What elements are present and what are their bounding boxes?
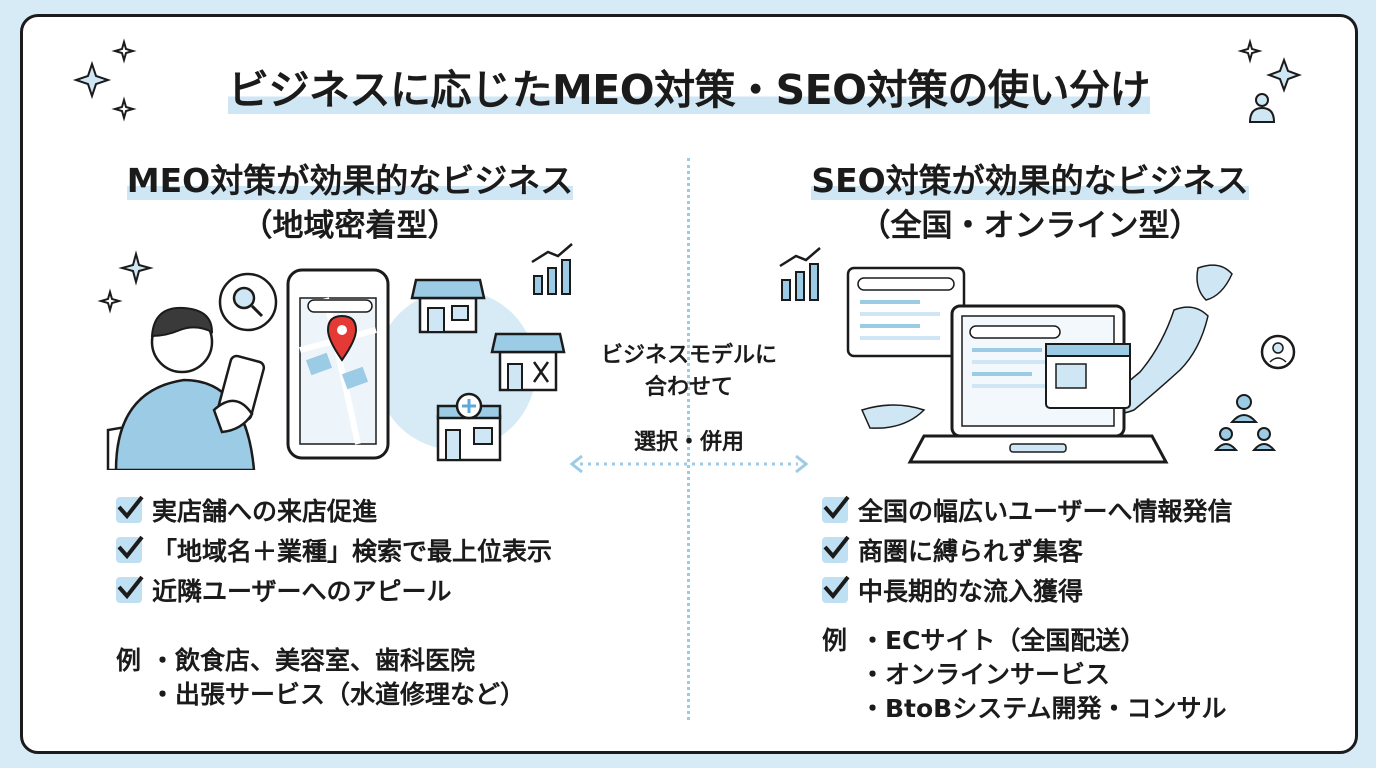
list-item: 商圏に縛られず集客 bbox=[822, 530, 1233, 570]
list-item: ・飲食店、美容室、歯科医院 bbox=[150, 646, 476, 675]
meo-benefits-list: 実店舗への来店促進 「地域名＋業種」検索で最上位表示 近隣ユーザーへのアピール bbox=[116, 490, 552, 610]
location-pin-icon bbox=[326, 314, 358, 362]
example-label: 例 bbox=[822, 626, 848, 655]
online-business-illustration bbox=[779, 247, 1296, 464]
japan-map-icon bbox=[1023, 264, 1233, 443]
shop-icon bbox=[410, 278, 486, 334]
page-title: ビジネスに応じたMEO対策・SEO対策の使い分け bbox=[227, 66, 1151, 114]
checkmark-icon bbox=[116, 495, 144, 523]
meo-heading: MEO対策が効果的なビジネス bbox=[126, 161, 574, 200]
center-action: 選択・併用 bbox=[633, 430, 744, 455]
list-item: 中長期的な流入獲得 bbox=[822, 570, 1233, 610]
local-business-illustration bbox=[97, 243, 573, 470]
checkmark-icon bbox=[116, 575, 144, 603]
checkmark-icon bbox=[822, 575, 850, 603]
restaurant-icon bbox=[490, 332, 566, 392]
growth-chart-icon bbox=[779, 247, 821, 301]
example-label: 例 bbox=[116, 646, 142, 675]
list-item: 実店舗への来店促進 bbox=[116, 490, 552, 530]
list-item: 「地域名＋業種」検索で最上位表示 bbox=[116, 530, 552, 570]
sparkle-icon bbox=[72, 38, 137, 122]
list-item: ・出張サービス（水道修理など） bbox=[150, 680, 526, 709]
list-item: 全国の幅広いユーザーへ情報発信 bbox=[822, 490, 1233, 530]
center-caption: ビジネスモデルに 合わせて bbox=[600, 343, 777, 400]
sparkle-icon bbox=[1237, 38, 1302, 123]
checkmark-icon bbox=[116, 535, 144, 563]
seo-examples: 例・ECサイト（全国配送） ・オンラインサービス ・BtoBシステム開発・コンサ… bbox=[822, 624, 1227, 726]
list-item: ・ECサイト（全国配送） bbox=[860, 626, 1146, 655]
growth-chart-icon bbox=[531, 243, 573, 295]
checkmark-icon bbox=[822, 495, 850, 523]
sparkle-icon bbox=[118, 250, 154, 286]
list-item: ・オンラインサービス bbox=[860, 660, 1111, 689]
seo-subheading: （全国・オンライン型） bbox=[859, 208, 1201, 244]
double-arrow-icon bbox=[569, 454, 809, 474]
checkmark-icon bbox=[822, 535, 850, 563]
meo-subheading: （地域密着型） bbox=[241, 208, 459, 244]
users-network-icon bbox=[1213, 394, 1277, 451]
clinic-icon bbox=[436, 392, 502, 462]
list-item: 近隣ユーザーへのアピール bbox=[116, 570, 552, 610]
meo-examples: 例・飲食店、美容室、歯科医院 ・出張サービス（水道修理など） bbox=[116, 644, 525, 712]
seo-benefits-list: 全国の幅広いユーザーへ情報発信 商圏に縛られず集客 中長期的な流入獲得 bbox=[822, 490, 1233, 610]
list-item: ・BtoBシステム開発・コンサル bbox=[860, 694, 1227, 723]
seo-heading: SEO対策が効果的なビジネス bbox=[811, 161, 1249, 200]
center-divider bbox=[687, 158, 690, 720]
